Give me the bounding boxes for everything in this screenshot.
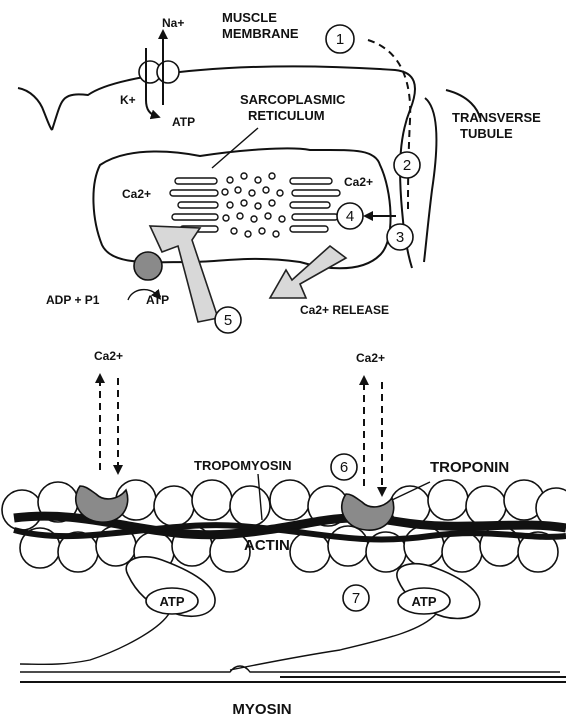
ca-atpase-pump bbox=[134, 252, 162, 280]
step-7: 7 bbox=[352, 590, 360, 607]
label-troponin: TROPONIN bbox=[430, 459, 509, 476]
step-2: 2 bbox=[403, 157, 411, 174]
action-potential-path bbox=[368, 40, 410, 210]
label-sarcoplasmic: SARCOPLASMIC bbox=[240, 92, 346, 107]
myosin-neck-right bbox=[230, 614, 436, 670]
label-atp-head-right: ATP bbox=[411, 594, 436, 609]
label-tubule: TUBULE bbox=[460, 126, 513, 141]
sr-vesicles bbox=[222, 173, 285, 237]
label-muscle: MUSCLE bbox=[222, 10, 277, 25]
label-myosin: MYOSIN bbox=[232, 701, 291, 718]
myosin-neck-left bbox=[20, 612, 170, 664]
step-1: 1 bbox=[336, 31, 344, 48]
transverse-tubule-wall bbox=[424, 98, 436, 262]
label-ca-down-left: Ca2+ bbox=[94, 349, 123, 363]
na-k-pump bbox=[139, 34, 179, 116]
label-atp-pump: ATP bbox=[172, 115, 195, 129]
label-atp-uptake: ATP bbox=[146, 293, 169, 307]
label-ca-down-right: Ca2+ bbox=[356, 351, 385, 365]
label-transverse: TRANSVERSE bbox=[452, 110, 541, 125]
label-reticulum: RETICULUM bbox=[248, 108, 325, 123]
sr-lamellae-right bbox=[290, 178, 340, 232]
label-actin: ACTIN bbox=[244, 537, 290, 554]
label-ca-right: Ca2+ bbox=[344, 175, 373, 189]
muscle-membrane bbox=[52, 66, 415, 268]
label-adp: ADP + P1 bbox=[46, 293, 100, 307]
step-4: 4 bbox=[346, 208, 354, 225]
label-tropomyosin: TROPOMYOSIN bbox=[194, 458, 292, 473]
step-6: 6 bbox=[340, 459, 348, 476]
label-ca-left: Ca2+ bbox=[122, 187, 151, 201]
sr-pointer bbox=[212, 128, 258, 168]
label-atp-head-left: ATP bbox=[159, 594, 184, 609]
ca-diffusion-right bbox=[364, 380, 382, 492]
ca-diffusion-left bbox=[100, 378, 118, 470]
label-membrane: MEMBRANE bbox=[222, 26, 299, 41]
step-5: 5 bbox=[224, 312, 232, 329]
sr-lamellae-left bbox=[170, 178, 218, 232]
muscle-membrane-left bbox=[18, 88, 52, 130]
troponin-right bbox=[342, 494, 394, 530]
label-ca-release: Ca2+ RELEASE bbox=[300, 303, 389, 317]
label-k: K+ bbox=[120, 93, 136, 107]
ca-release-arrow bbox=[270, 246, 346, 298]
myosin-thick-filament bbox=[20, 666, 560, 672]
label-na: Na+ bbox=[162, 16, 184, 30]
step-3: 3 bbox=[396, 229, 404, 246]
